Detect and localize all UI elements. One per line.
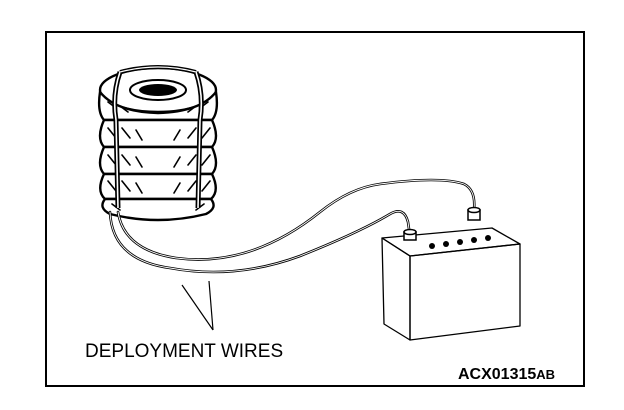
battery-terminal-negative <box>403 228 417 241</box>
tire-stack-icon <box>97 65 219 222</box>
figure-frame <box>45 31 585 387</box>
label-leader-lines <box>181 280 214 331</box>
figure-code-suffix: AB <box>536 367 555 382</box>
figure-code: ACX01315AB <box>458 366 555 383</box>
figure-code-main: ACX01315 <box>458 366 536 383</box>
deployment-wires <box>108 178 476 274</box>
battery-terminal-positive <box>467 206 481 221</box>
battery-icon <box>381 206 521 341</box>
deployment-wires-label: DEPLOYMENT WIRES <box>85 341 283 362</box>
